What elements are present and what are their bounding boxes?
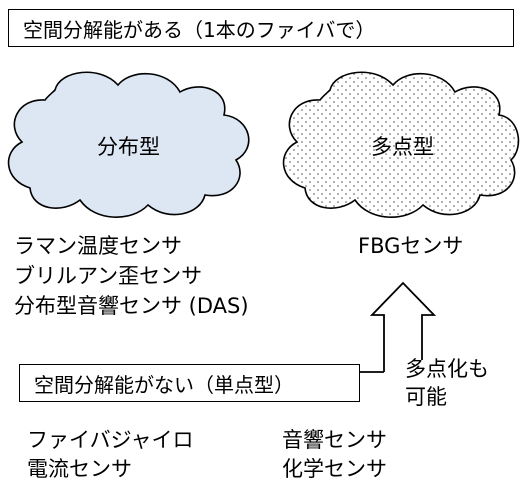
- spatial-resolution-label: 空間分解能がある（1本のファイバで）: [23, 17, 376, 42]
- upward-arrow: [369, 281, 437, 372]
- brillouin-strain-sensor: ブリルアン歪センサ: [14, 264, 203, 288]
- no-spatial-resolution-box: 空間分解能がない（単点型）: [19, 364, 360, 402]
- raman-temperature-sensor: ラマン温度センサ: [14, 234, 182, 258]
- fbg-sensor: FBGセンサ: [358, 234, 464, 258]
- fiber-gyro: ファイバジャイロ: [27, 428, 194, 452]
- multipoint-possible-label-line1: 多点化も: [405, 357, 489, 381]
- distributed-type-label: 分布型: [97, 135, 160, 159]
- multipoint-cloud: [282, 71, 520, 218]
- multipoint-possible-label-line2: 可能: [405, 385, 447, 409]
- multipoint-type-label: 多点型: [371, 135, 434, 159]
- no-spatial-resolution-label: 空間分解能がない（単点型）: [34, 372, 294, 397]
- distributed-cloud: [7, 71, 250, 218]
- spatial-resolution-box: 空間分解能がある（1本のファイバで）: [8, 9, 514, 47]
- acoustic-sensor: 音響センサ: [282, 428, 387, 452]
- current-sensor: 電流センサ: [27, 457, 132, 481]
- chemical-sensor: 化学センサ: [282, 457, 387, 481]
- distributed-acoustic-sensor: 分布型音響センサ (DAS): [14, 294, 249, 318]
